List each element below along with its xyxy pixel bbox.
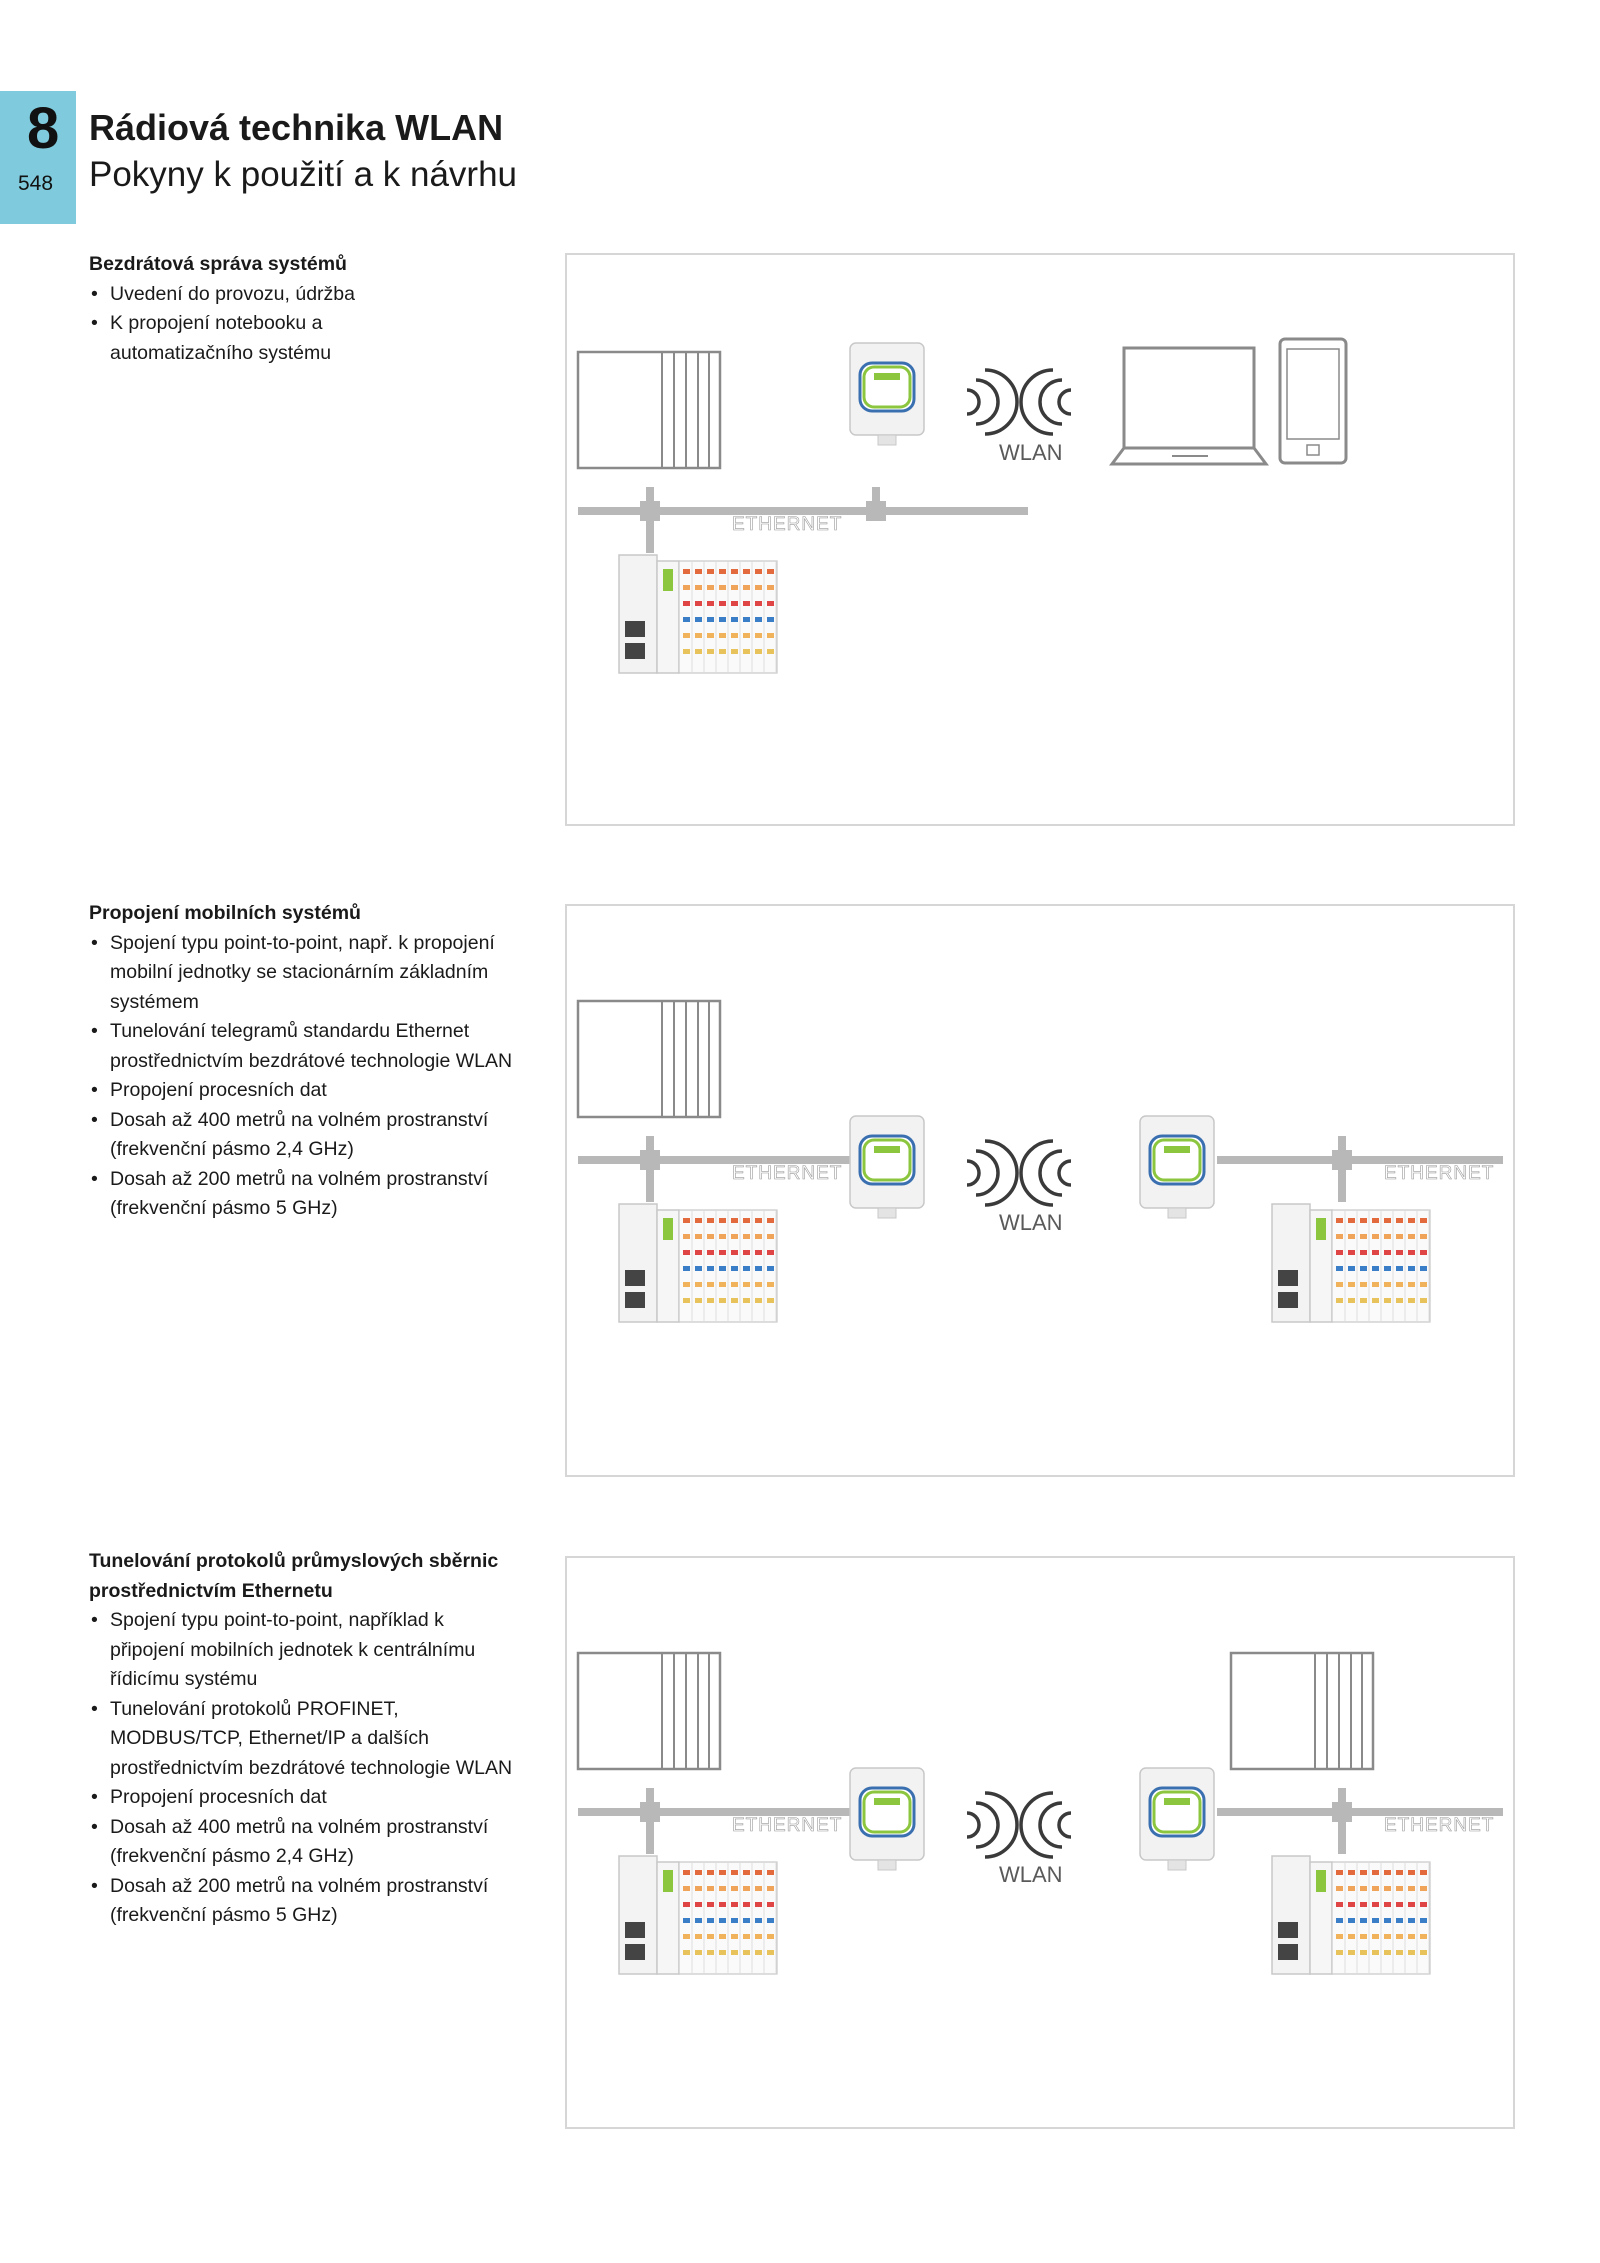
bullet-item: Tunelování protokolů PROFINET, MODBUS/TC…: [89, 1695, 534, 1784]
chapter-number: 8: [27, 96, 60, 161]
diagram-panel-2: ETHERNET WLAN ETHERNET: [565, 904, 1515, 1477]
wlan-label: WLAN: [999, 1862, 1063, 1887]
wlan-module-icon: [849, 1767, 925, 1871]
diagram-panel-3: ETHERNET WLAN ETHERNET: [565, 1556, 1515, 2129]
ethernet-line: [578, 487, 1028, 553]
control-cabinet-icon: [576, 1651, 722, 1771]
bullet-item: Spojení typu point-to-point, například k…: [89, 1606, 510, 1695]
section-wireless-management: Bezdrátová správa systémů Uvedení do pro…: [89, 250, 534, 368]
bullet-item: Dosah až 200 metrů na volném prostranstv…: [89, 1872, 530, 1931]
wlan-module-icon: [849, 1115, 925, 1219]
diagram-1: ETHERNET WLAN: [576, 337, 1348, 674]
bullet-item: Propojení procesních dat: [89, 1076, 534, 1106]
control-cabinet-icon-right: [1229, 1651, 1375, 1771]
wlan-label: WLAN: [999, 440, 1063, 465]
wlan-module-icon-right: [1139, 1767, 1215, 1871]
ethernet-label: ETHERNET: [732, 514, 842, 535]
bullet-list: Spojení typu point-to-point, např. k pro…: [89, 929, 534, 1224]
bullet-item: Dosah až 400 metrů na volném prostranstv…: [89, 1106, 530, 1165]
page-title: Rádiová technika WLAN: [89, 107, 504, 148]
bullet-item: Dosah až 200 metrů na volném prostranstv…: [89, 1165, 530, 1224]
page-subtitle: Pokyny k použití a k návrhu: [89, 155, 517, 194]
wifi-waves-icon: [966, 1139, 1072, 1207]
diagram-panel-1: ETHERNET WLAN: [565, 253, 1515, 826]
ethernet-label-left: ETHERNET: [732, 1815, 842, 1836]
plc-controller-icon: [618, 1203, 778, 1323]
section-mobile-systems: Propojení mobilních systémů Spojení typu…: [89, 899, 534, 1224]
ethernet-line-right: [1217, 1788, 1503, 1854]
page-number: 548: [18, 172, 54, 195]
section-fieldbus-tunneling: Tunelování protokolů průmyslových sběrni…: [89, 1547, 534, 1931]
section-heading: Tunelování protokolů průmyslových sběrni…: [89, 1550, 499, 1602]
wifi-waves-icon: [966, 368, 1072, 436]
wifi-waves-icon: [966, 1791, 1072, 1859]
plc-controller-icon-right: [1271, 1203, 1431, 1323]
bullet-list: Spojení typu point-to-point, například k…: [89, 1606, 534, 1931]
diagram-3: ETHERNET WLAN ETHERNET: [576, 1651, 1503, 1975]
bullet-item: Uvedení do provozu, údržba: [89, 280, 534, 310]
ethernet-line-right: [1217, 1136, 1503, 1202]
bullet-item: Dosah až 400 metrů na volném prostranstv…: [89, 1813, 530, 1872]
wlan-label: WLAN: [999, 1210, 1063, 1235]
plc-controller-icon: [618, 1855, 778, 1975]
ethernet-label-right: ETHERNET: [1384, 1815, 1494, 1836]
section-heading: Bezdrátová správa systémů: [89, 253, 347, 275]
laptop-icon: [1109, 346, 1269, 466]
ethernet-label-left: ETHERNET: [732, 1163, 842, 1184]
bullet-list: Uvedení do provozu, údržba K propojení n…: [89, 280, 534, 369]
control-cabinet-icon: [576, 350, 722, 470]
chapter-tab: [0, 91, 76, 224]
bullet-item: K propojení notebooku a automatizačního …: [89, 309, 350, 368]
plc-controller-icon: [618, 554, 778, 674]
wlan-module-icon-right: [1139, 1115, 1215, 1219]
bullet-item: Spojení typu point-to-point, např. k pro…: [89, 929, 534, 1018]
tablet-icon: [1278, 337, 1348, 465]
plc-controller-icon-right: [1271, 1855, 1431, 1975]
section-heading: Propojení mobilních systémů: [89, 902, 361, 924]
ethernet-label-right: ETHERNET: [1384, 1163, 1494, 1184]
control-cabinet-icon: [576, 999, 722, 1119]
bullet-item: Propojení procesních dat: [89, 1783, 534, 1813]
bullet-item: Tunelování telegramů standardu Ethernet …: [89, 1017, 534, 1076]
wlan-module-icon: [849, 342, 925, 446]
diagram-2: ETHERNET WLAN ETHERNET: [576, 999, 1503, 1323]
